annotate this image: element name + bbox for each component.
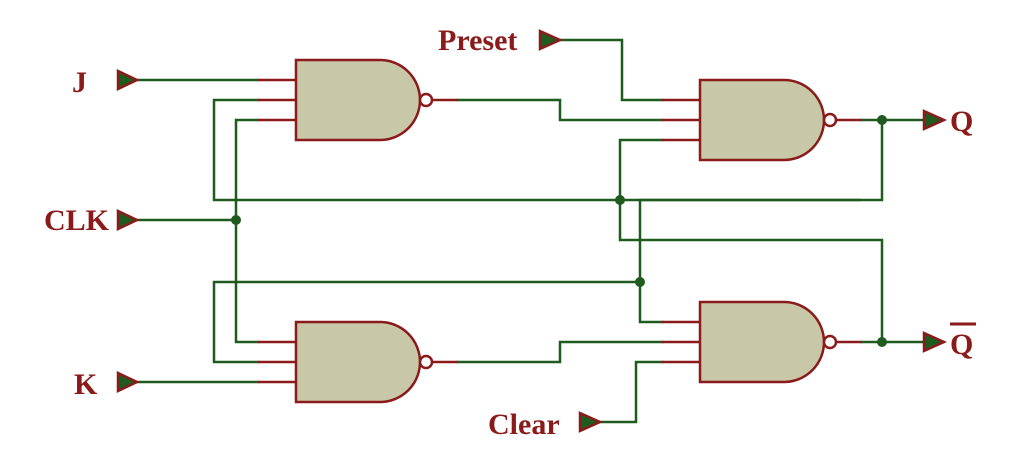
wire-qbar-to-gate3 bbox=[618, 138, 884, 344]
gate3-inversion-bubble bbox=[822, 112, 838, 128]
wire-clk-to-upper-gate bbox=[234, 118, 260, 222]
wires bbox=[135, 38, 926, 424]
wire-lower-feedback bbox=[212, 280, 642, 364]
label-clear: Clear bbox=[488, 408, 560, 441]
k-terminal-arrow-icon bbox=[116, 371, 140, 393]
wire-clk-to-lower-gate bbox=[234, 218, 260, 344]
junction-qbar bbox=[877, 337, 887, 347]
gate4-body bbox=[698, 300, 826, 384]
terminals bbox=[116, 29, 948, 433]
label-j: J bbox=[72, 66, 87, 99]
junction-feedback-lower bbox=[635, 277, 645, 287]
gate1-body bbox=[294, 58, 422, 142]
gate4-inversion-bubble bbox=[822, 334, 838, 350]
gate2-body bbox=[294, 320, 422, 404]
nand-gate-3 bbox=[662, 78, 862, 162]
junction-q bbox=[877, 115, 887, 125]
junction-feedback-upper bbox=[615, 195, 625, 205]
labels: J CLK K Preset Clear Q Q bbox=[44, 24, 976, 441]
j-terminal-arrow-icon bbox=[116, 69, 140, 91]
nand-gate-1 bbox=[258, 58, 458, 142]
wire-preset-input bbox=[558, 38, 664, 102]
label-q-bar: Q bbox=[950, 328, 973, 361]
clear-terminal-arrow-icon bbox=[578, 411, 604, 433]
q-terminal-arrow-icon bbox=[922, 109, 948, 131]
junctions bbox=[231, 115, 887, 347]
label-k: K bbox=[74, 368, 98, 401]
preset-terminal-arrow-icon bbox=[538, 29, 564, 51]
nand-gate-4 bbox=[662, 300, 862, 384]
gate1-inversion-bubble bbox=[418, 92, 434, 108]
wire-gate2-to-gate4 bbox=[456, 340, 664, 364]
label-preset: Preset bbox=[438, 24, 517, 57]
gate3-body bbox=[698, 78, 826, 162]
qbar-terminal-arrow-icon bbox=[922, 331, 948, 353]
junction-clk bbox=[231, 215, 241, 225]
wire-clear-input bbox=[598, 360, 664, 424]
label-q: Q bbox=[950, 105, 973, 138]
label-clk: CLK bbox=[44, 204, 110, 237]
wire-q-to-gate4 bbox=[638, 118, 884, 324]
gate2-inversion-bubble bbox=[418, 354, 434, 370]
wire-gate1-to-gate3 bbox=[456, 98, 664, 122]
nand-gate-2 bbox=[258, 320, 458, 404]
wire-upper-feedback bbox=[212, 98, 862, 202]
clk-terminal-arrow-icon bbox=[116, 209, 140, 231]
